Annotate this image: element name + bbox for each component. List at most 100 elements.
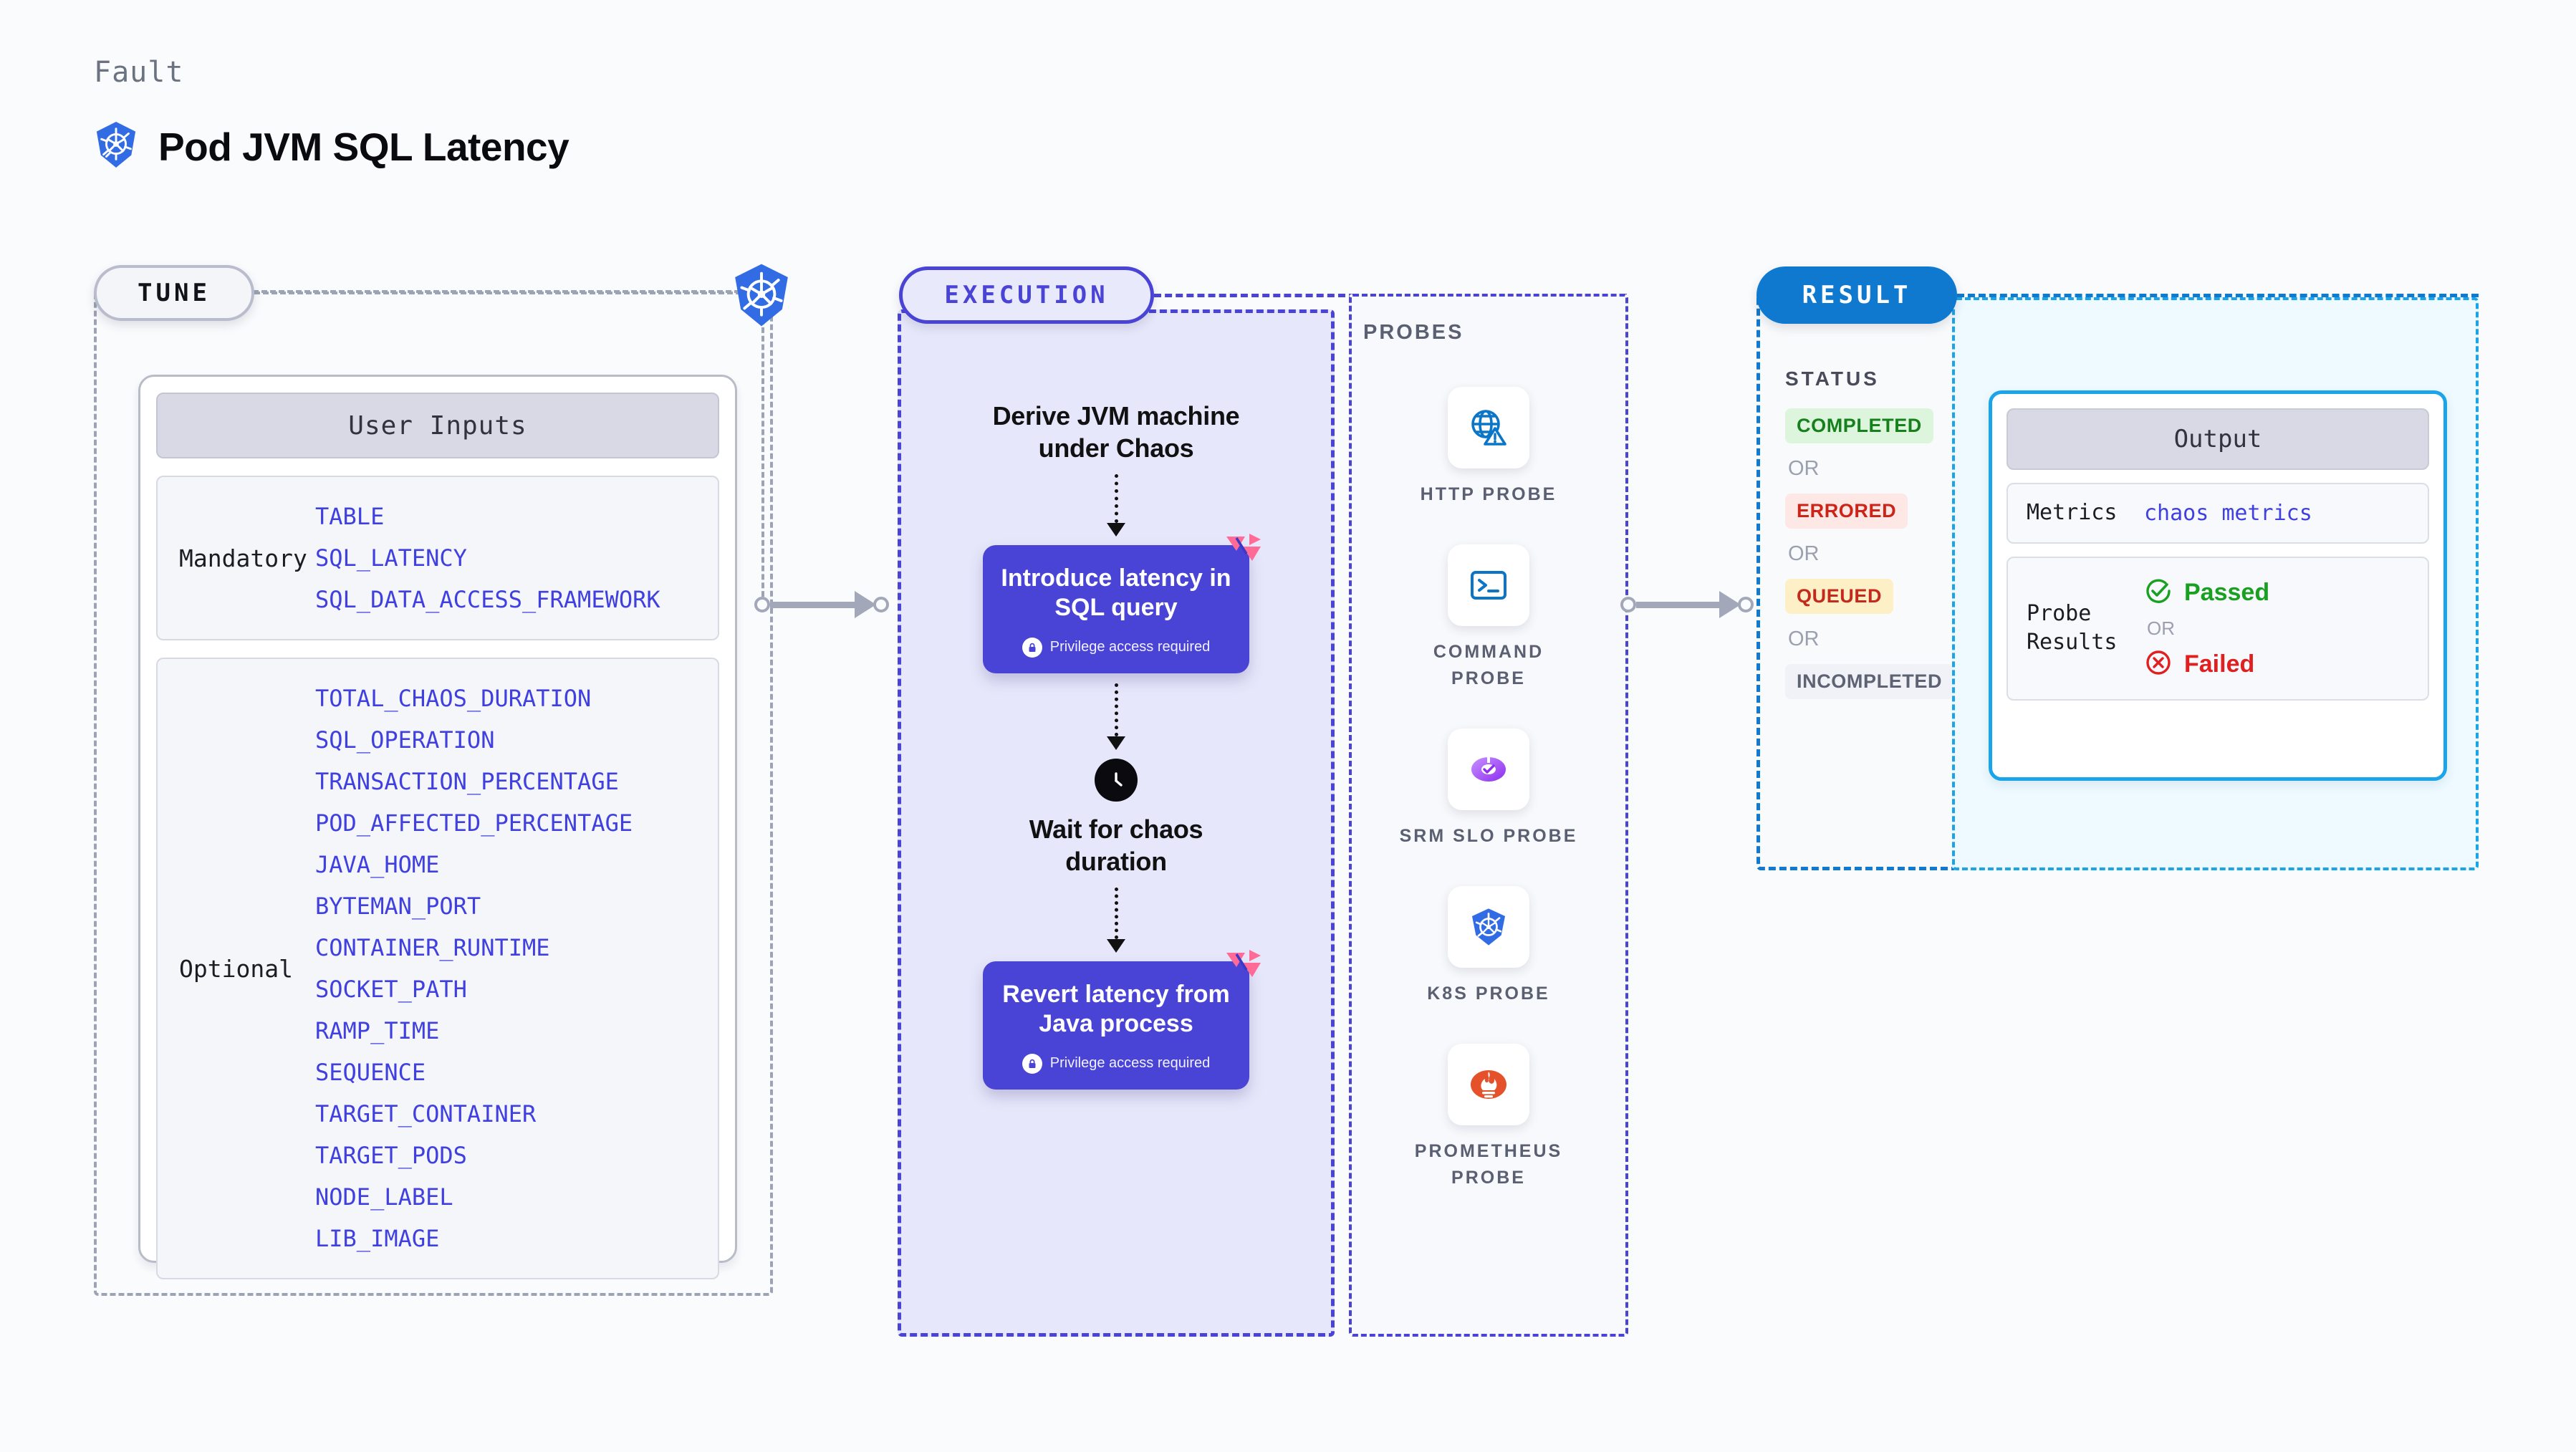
clock-icon: [1095, 758, 1138, 802]
execution-stage-pill[interactable]: EXECUTION: [899, 266, 1154, 324]
privilege-note: Privilege access required: [997, 637, 1235, 658]
output-card: Output Metrics chaos metrics Probe Resul…: [1989, 390, 2447, 781]
status-badge: ERRORED: [1785, 494, 1908, 529]
status-list: COMPLETED OR ERRORED OR QUEUED OR INCOMP…: [1785, 408, 1957, 699]
param-item[interactable]: SQL_LATENCY: [315, 544, 467, 572]
status-badge: INCOMPLETED: [1785, 664, 1954, 699]
fault-kicker-label: Fault: [94, 56, 184, 89]
result-stage-pill[interactable]: RESULT: [1756, 266, 1957, 324]
flow-arrow-line: [1114, 683, 1118, 736]
user-inputs-header: User Inputs: [156, 393, 719, 458]
connector-dot: [1738, 597, 1754, 612]
param-list-optional: TOTAL_CHAOS_DURATION SQL_OPERATION TRANS…: [315, 678, 633, 1259]
status-badge: QUEUED: [1785, 579, 1894, 614]
probes-list: HTTP PROBE COMMAND PROBE: [1349, 387, 1628, 1191]
param-item[interactable]: SOCKET_PATH: [315, 976, 467, 1003]
action-card-title: Introduce latency in SQL query: [1001, 564, 1231, 622]
probe-result-failed: Failed: [2144, 648, 2269, 681]
status-badge: COMPLETED: [1785, 408, 1933, 443]
probe-item-srm-slo[interactable]: SRM SLO PROBE: [1395, 728, 1582, 849]
param-group-optional: Optional TOTAL_CHAOS_DURATION SQL_OPERAT…: [156, 658, 719, 1279]
status-label: STATUS: [1785, 367, 1880, 390]
param-group-label: Mandatory: [179, 544, 307, 572]
prometheus-icon: [1448, 1044, 1529, 1126]
slo-donut-check-icon: [1448, 728, 1529, 810]
connector-probes-to-result: [1620, 591, 1772, 618]
kubernetes-icon: [1448, 886, 1529, 968]
connector-line: [1636, 601, 1721, 608]
output-header: Output: [2007, 408, 2429, 470]
action-card-title: Revert latency from Java process: [1002, 980, 1230, 1038]
param-item[interactable]: TARGET_CONTAINER: [315, 1100, 537, 1128]
probe-item-command[interactable]: COMMAND PROBE: [1395, 544, 1582, 691]
terminal-icon: [1448, 544, 1529, 627]
param-item[interactable]: TRANSACTION_PERCENTAGE: [315, 768, 619, 795]
probe-label: K8S PROBE: [1427, 984, 1550, 1004]
flow-arrow-line: [1114, 887, 1118, 939]
probe-item-http[interactable]: HTTP PROBE: [1395, 387, 1582, 507]
execution-step-title: Derive JVM machine under Chaos: [992, 401, 1240, 463]
flow-arrowhead: [1107, 938, 1125, 953]
param-item[interactable]: SQL_OPERATION: [315, 726, 495, 754]
check-circle-icon: [2144, 577, 2173, 609]
connector-arrowhead: [1719, 591, 1741, 618]
connector-tune-to-execution: [754, 591, 908, 618]
connector-dot: [1620, 597, 1636, 612]
param-item[interactable]: NODE_LABEL: [315, 1183, 453, 1211]
param-item[interactable]: JAVA_HOME: [315, 851, 440, 878]
execution-step-wait-title: Wait for chaos duration: [1029, 814, 1203, 876]
output-row-probe-results: Probe Results Passed OR: [2007, 556, 2429, 701]
kubernetes-icon: [731, 262, 792, 332]
param-item[interactable]: TABLE: [315, 503, 385, 530]
param-item[interactable]: RAMP_TIME: [315, 1017, 440, 1044]
privilege-note-text: Privilege access required: [1049, 1055, 1211, 1072]
param-item[interactable]: TOTAL_CHAOS_DURATION: [315, 685, 592, 712]
param-group-label: Optional: [179, 954, 293, 983]
param-item[interactable]: SEQUENCE: [315, 1059, 426, 1086]
probe-result-or-label: OR: [2147, 617, 2175, 639]
param-item[interactable]: POD_AFFECTED_PERCENTAGE: [315, 809, 633, 837]
privilege-note-text: Privilege access required: [1049, 639, 1211, 655]
connector-dot: [754, 597, 770, 612]
globe-warning-icon: [1448, 387, 1529, 468]
lock-icon: [1022, 637, 1042, 658]
connector-line: [770, 601, 856, 608]
param-list-mandatory: TABLE SQL_LATENCY SQL_DATA_ACCESS_FRAMEW…: [315, 496, 660, 620]
param-item[interactable]: TARGET_PODS: [315, 1142, 467, 1169]
probe-item-k8s[interactable]: K8S PROBE: [1395, 886, 1582, 1006]
connector-dot: [873, 597, 889, 612]
failed-label: Failed: [2184, 650, 2255, 678]
probes-label: PROBES: [1363, 321, 1464, 344]
param-item[interactable]: LIB_IMAGE: [315, 1225, 440, 1252]
tune-dashed-connector: [254, 292, 741, 294]
privilege-note: Privilege access required: [997, 1053, 1235, 1074]
result-dashed-connector: [1957, 294, 2479, 297]
connector-arrowhead: [855, 591, 876, 618]
param-item[interactable]: CONTAINER_RUNTIME: [315, 934, 550, 961]
passed-label: Passed: [2184, 578, 2270, 606]
probe-label: HTTP PROBE: [1420, 484, 1557, 504]
page-title: Pod JVM SQL Latency: [158, 124, 569, 169]
execution-action-card-revert[interactable]: Revert latency from Java process Privile…: [983, 949, 1261, 1090]
probe-label: SRM SLO PROBE: [1399, 825, 1578, 846]
metrics-value[interactable]: chaos metrics: [2144, 500, 2312, 526]
metrics-label: Metrics: [2027, 500, 2118, 525]
probe-results-values: Passed OR Failed: [2144, 577, 2269, 681]
flow-arrowhead: [1107, 736, 1125, 750]
execution-action-card-introduce[interactable]: Introduce latency in SQL query Privilege…: [983, 534, 1261, 673]
flow-arrowhead: [1107, 523, 1125, 537]
probe-item-prometheus[interactable]: PROMETHEUS PROBE: [1395, 1044, 1582, 1191]
status-or-label: OR: [1788, 542, 1820, 565]
execution-flow: Derive JVM machine under Chaos Introduce…: [898, 365, 1335, 1090]
param-item[interactable]: SQL_DATA_ACCESS_FRAMEWORK: [315, 586, 660, 613]
output-row-metrics: Metrics chaos metrics: [2007, 483, 2429, 544]
status-or-label: OR: [1788, 457, 1820, 480]
tune-stage-pill[interactable]: TUNE: [94, 265, 254, 321]
param-item[interactable]: BYTEMAN_PORT: [315, 893, 481, 920]
param-group-mandatory: Mandatory TABLE SQL_LATENCY SQL_DATA_ACC…: [156, 476, 719, 640]
flow-arrow-line: [1114, 474, 1118, 523]
user-inputs-card: User Inputs Mandatory TABLE SQL_LATENCY …: [138, 375, 737, 1279]
probe-label: PROMETHEUS PROBE: [1414, 1141, 1563, 1188]
kubernetes-icon: [94, 120, 138, 173]
harness-logo-icon: [1221, 946, 1265, 990]
